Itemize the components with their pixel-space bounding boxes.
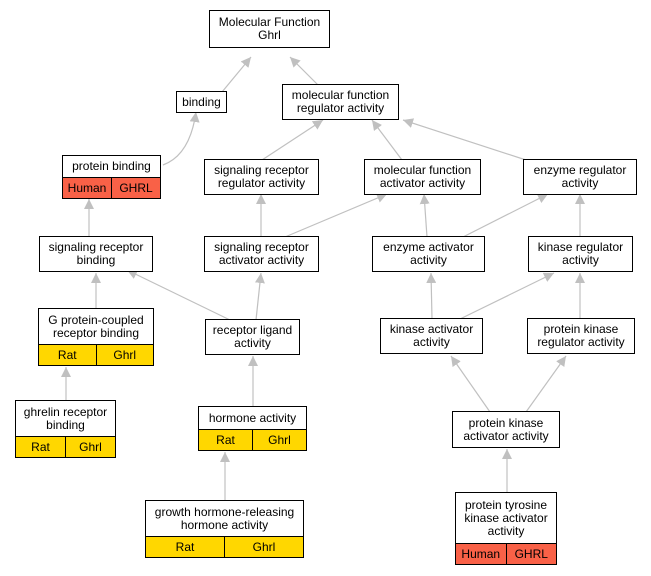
- gene-tag: Ghrl: [252, 430, 306, 450]
- edge-rla-to-sraa: [254, 272, 265, 321]
- edge-sraa-to-mfaa: [284, 193, 388, 238]
- species-tag: Rat: [57, 347, 77, 362]
- edge-mfra-to-root: [289, 56, 319, 86]
- node-hormone-activity[interactable]: hormone activity Rat Ghrl: [198, 406, 307, 451]
- edge-srra-to-mfra: [261, 119, 324, 161]
- edge-rla-to-srb: [126, 269, 231, 321]
- edge-eaa-to-era: [462, 193, 549, 238]
- node-protein-binding[interactable]: protein binding Human GHRL: [62, 155, 161, 199]
- edge-mfaa-to-mfra: [371, 119, 403, 161]
- species-tag: Rat: [216, 432, 235, 447]
- species-tag: Human: [67, 180, 107, 195]
- edge-pkaa-to-pkra: [525, 355, 567, 413]
- species-tag: Human: [461, 546, 501, 561]
- edge-binding-to-root: [221, 56, 252, 93]
- gene-tag: GHRL: [505, 544, 557, 564]
- edge-kaa-to-eaa: [426, 272, 437, 320]
- gene-tag: Ghrl: [224, 537, 303, 557]
- gene-tag: GHRL: [111, 178, 160, 198]
- species-tag: Rat: [175, 539, 195, 554]
- gene-tag: Ghrl: [95, 345, 154, 365]
- edge-pkaa-to-kaa: [450, 355, 491, 413]
- edge-era-to-mfra: [402, 118, 527, 161]
- gene-tag: Ghrl: [65, 437, 115, 457]
- edge-eaa-to-mfaa: [419, 193, 430, 238]
- edge-kaa-to-kra: [459, 272, 555, 320]
- species-tag: Rat: [31, 439, 50, 454]
- node-binding[interactable]: binding: [176, 91, 227, 113]
- edge-protein-binding-to-binding: [162, 111, 200, 166]
